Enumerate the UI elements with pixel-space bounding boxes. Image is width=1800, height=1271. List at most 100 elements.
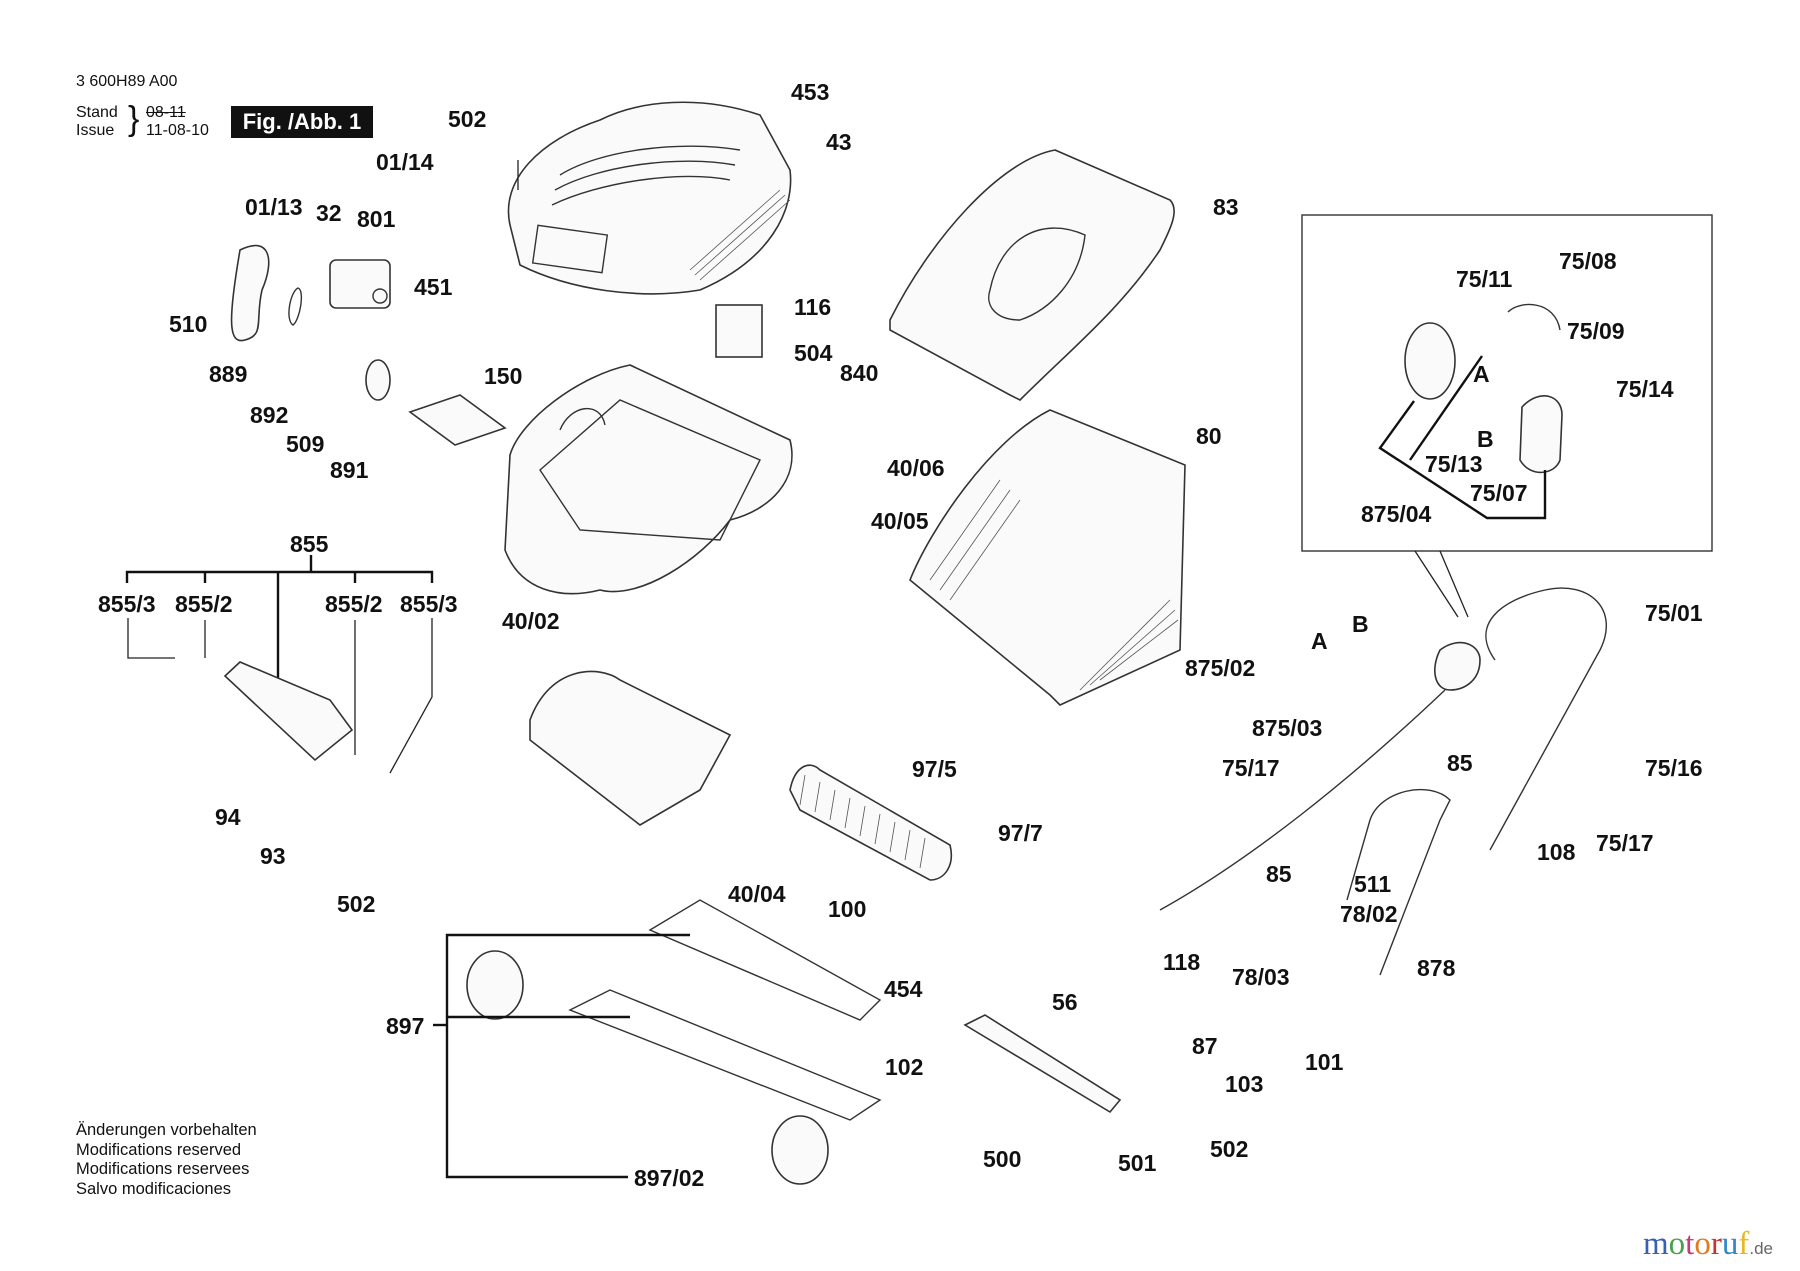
part-label[interactable]: 97/7 (998, 820, 1043, 846)
part-label[interactable]: 102 (885, 1054, 924, 1080)
part-label[interactable]: 32 (316, 200, 342, 226)
part-label[interactable]: 453 (791, 79, 830, 105)
part-label[interactable]: 451 (414, 274, 453, 300)
part-label[interactable]: 502 (1210, 1136, 1249, 1162)
part-label[interactable]: 100 (828, 896, 867, 922)
drive-belt-part (288, 287, 303, 326)
part-label[interactable]: 40/05 (871, 508, 929, 534)
part-label[interactable]: 108 (1537, 839, 1576, 865)
part-label[interactable]: 93 (260, 843, 286, 869)
rear-cover-part (529, 670, 732, 826)
part-label[interactable]: 40/06 (887, 455, 945, 481)
part-label[interactable]: 80 (1196, 423, 1222, 449)
part-label[interactable]: 75/08 (1559, 248, 1617, 274)
part-label[interactable]: 875/02 (1185, 655, 1256, 681)
stand-label: Stand (76, 104, 118, 121)
part-label[interactable]: 897 (386, 1013, 425, 1039)
part-label[interactable]: 56 (1052, 989, 1078, 1015)
part-label[interactable]: 855/3 (400, 591, 458, 617)
part-label[interactable]: 83 (1213, 194, 1239, 220)
group-brace-855 (125, 555, 434, 680)
brand-tld: .de (1749, 1239, 1773, 1258)
part-label[interactable]: 85 (1447, 750, 1473, 776)
part-label[interactable]: 454 (884, 976, 923, 1002)
part-label[interactable]: 897/02 (634, 1165, 705, 1191)
notice-line: Salvo modificaciones (76, 1179, 231, 1198)
part-label[interactable]: 510 (169, 311, 208, 337)
part-label[interactable]: 75/16 (1645, 755, 1703, 781)
part-label[interactable]: 500 (983, 1146, 1022, 1172)
part-label[interactable]: 103 (1225, 1071, 1264, 1097)
part-label[interactable]: 855/2 (175, 591, 233, 617)
detail-inset-frame (1301, 214, 1713, 618)
pulley-part (365, 359, 391, 401)
part-label[interactable]: 01/13 (245, 194, 303, 220)
brand-letter: r (1710, 1226, 1722, 1262)
part-label[interactable]: 840 (840, 360, 879, 386)
part-label[interactable]: 75/07 (1470, 480, 1528, 506)
block-part (408, 394, 507, 446)
part-label[interactable]: 891 (330, 457, 369, 483)
part-label[interactable]: 75/11 (1456, 266, 1513, 292)
modifications-notice: Änderungen vorbehalten Modifications res… (76, 1121, 257, 1199)
part-label[interactable]: A (1473, 361, 1490, 387)
part-label[interactable]: 75/17 (1222, 755, 1280, 781)
part-label[interactable]: 150 (484, 363, 523, 389)
part-label[interactable]: 87 (1192, 1033, 1218, 1059)
roller-part (789, 764, 952, 881)
brand-letter: u (1721, 1226, 1739, 1262)
part-label[interactable]: 116 (794, 294, 832, 320)
part-label[interactable]: 855/3 (98, 591, 156, 617)
part-label[interactable]: 75/09 (1567, 318, 1625, 344)
part-label[interactable]: 875/03 (1252, 715, 1323, 741)
stand-date-struck: 08-11 (146, 104, 186, 121)
part-label[interactable]: 875/04 (1361, 501, 1432, 527)
filter-pad-part (715, 304, 763, 358)
part-label[interactable]: B (1477, 426, 1494, 452)
part-label[interactable]: 511 (1354, 871, 1392, 897)
part-label[interactable]: 75/01 (1645, 600, 1703, 626)
part-label[interactable]: A (1311, 628, 1328, 654)
mower-deck-part (504, 364, 793, 595)
part-label[interactable]: 78/02 (1340, 901, 1398, 927)
brand-letter: t (1685, 1226, 1695, 1262)
part-label[interactable]: 43 (826, 129, 852, 155)
part-label[interactable]: 502 (448, 106, 487, 132)
notice-line: Änderungen vorbehalten (76, 1121, 257, 1139)
handle-part (1159, 587, 1607, 976)
brand-letter: m (1643, 1226, 1669, 1262)
brand-name: motoruf (1643, 1226, 1749, 1262)
part-label[interactable]: 504 (794, 340, 833, 366)
part-label[interactable]: 855 (290, 531, 329, 557)
part-label[interactable]: 97/5 (912, 756, 957, 782)
part-label[interactable]: 889 (209, 361, 248, 387)
part-label[interactable]: 101 (1305, 1049, 1344, 1075)
part-label[interactable]: 502 (337, 891, 376, 917)
part-label[interactable]: 75/14 (1616, 376, 1674, 402)
part-label[interactable]: 40/04 (728, 881, 786, 907)
belt-cover-part (230, 244, 270, 342)
brand-watermark[interactable]: motoruf.de (1643, 1228, 1773, 1261)
part-label[interactable]: 878 (1417, 955, 1456, 981)
notice-line: Modifications reserved (76, 1140, 242, 1159)
part-label[interactable]: 855/2 (325, 591, 383, 617)
part-label[interactable]: B (1352, 611, 1369, 637)
part-label[interactable]: 118 (1163, 949, 1201, 975)
part-label[interactable]: 509 (286, 431, 325, 457)
part-label[interactable]: 501 (1118, 1150, 1157, 1176)
notice-line: Modifications reservees (76, 1160, 250, 1178)
bracket-bar-part (963, 1014, 1122, 1114)
part-label[interactable]: 75/17 (1596, 830, 1654, 856)
part-label[interactable]: 75/13 (1425, 451, 1483, 477)
part-label[interactable]: 801 (357, 206, 396, 232)
part-label[interactable]: 892 (250, 402, 289, 428)
part-label[interactable]: 40/02 (502, 608, 560, 634)
part-label[interactable]: 78/03 (1232, 964, 1290, 990)
part-label[interactable]: 85 (1266, 861, 1292, 887)
part-label[interactable]: 01/14 (376, 149, 434, 175)
figure-badge: Fig. /Abb. 1 (231, 106, 373, 138)
grass-box-lid-part (889, 149, 1175, 401)
axle-frame-part (466, 899, 882, 1185)
part-label[interactable]: 94 (215, 804, 241, 830)
